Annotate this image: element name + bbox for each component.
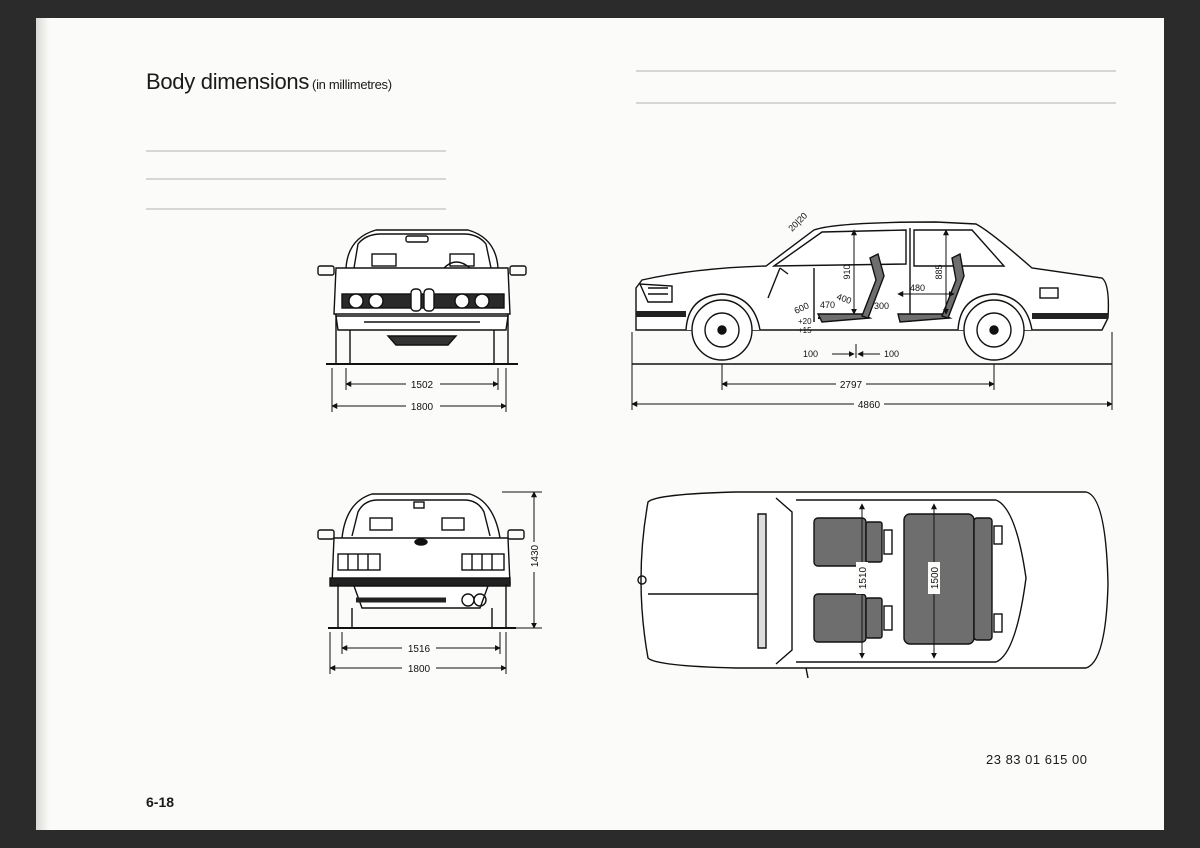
bleed-through-line: [146, 178, 446, 180]
bleed-through-line: [636, 70, 1116, 72]
catalog-number: 23 83 01 615 00: [986, 752, 1088, 767]
manual-page: Body dimensions(in millimetres): [36, 18, 1164, 830]
overall-height-label: 1430: [530, 544, 541, 567]
seat-adjust-fwd-label: 100: [884, 349, 899, 359]
seat-angle-label: 20|20: [786, 211, 809, 234]
side-view-drawing: [635, 221, 1110, 361]
page-spine-shadow: [36, 18, 50, 830]
rear-track-label: 1516: [408, 644, 431, 655]
seat-travel-down-label: +15: [798, 326, 812, 335]
front-view-drawing: [317, 229, 527, 365]
top-view-drawing: [637, 491, 1109, 679]
rear-headroom-label: 885: [934, 264, 944, 279]
rear-seat-width-label: 1500: [930, 566, 941, 589]
wheelbase-label: 2797: [840, 380, 863, 391]
rear-width-label: 1800: [408, 664, 431, 675]
dimension-drawings: 1502 1800: [317, 211, 1113, 679]
dim-300-label: 300: [874, 301, 889, 311]
front-seats-width-label: 1510: [858, 566, 869, 589]
dim-470-label: 470: [820, 300, 835, 310]
title-unit: (in millimetres): [312, 77, 392, 92]
seat-adjust-back-label: 100: [803, 349, 818, 359]
dim-480-label: 480: [910, 283, 925, 293]
bleed-through-line: [636, 102, 1116, 104]
bleed-through-line: [146, 208, 446, 210]
dim-400-label: 400: [835, 291, 853, 306]
front-track-label: 1502: [411, 380, 434, 391]
page-title: Body dimensions(in millimetres): [146, 69, 392, 95]
page-number: 6-18: [146, 794, 175, 810]
rear-view-drawing: [317, 493, 525, 629]
front-width-label: 1800: [411, 402, 434, 413]
title-text: Body dimensions: [146, 69, 310, 94]
seat-travel-up-label: +20: [798, 317, 812, 326]
overall-length-label: 4860: [858, 400, 881, 411]
bleed-through-line: [146, 150, 446, 152]
front-headroom-label: 910: [842, 264, 852, 279]
